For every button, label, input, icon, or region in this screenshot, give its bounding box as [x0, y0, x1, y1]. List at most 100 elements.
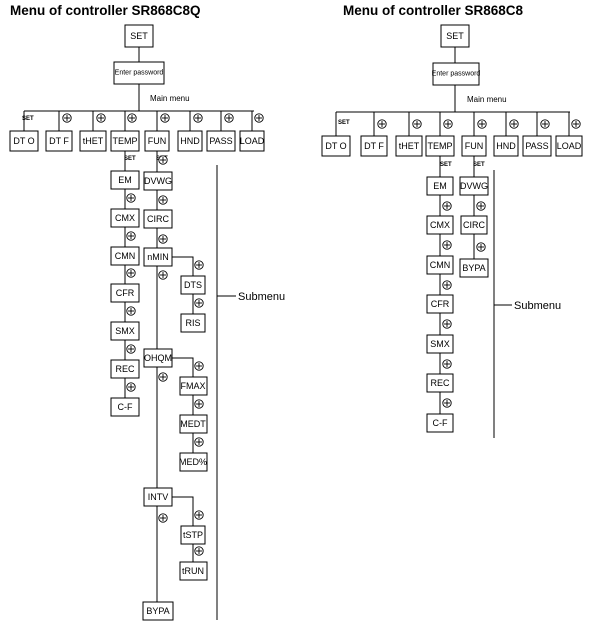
svg-text:Enter password: Enter password	[115, 70, 164, 77]
left-intv-tstp: tSTP	[180, 525, 206, 545]
right-main-menu-label: Main menu	[467, 95, 507, 104]
svg-text:tRUN: tRUN	[182, 566, 204, 576]
svg-text:FUN: FUN	[465, 141, 484, 151]
plus-icon	[412, 119, 422, 129]
right-menu-hnd: HND	[493, 135, 519, 157]
left-temp-cfr: CFR	[110, 283, 140, 303]
plus-icon	[126, 306, 136, 316]
plus-icon	[160, 113, 170, 123]
svg-text:LOAD: LOAD	[557, 141, 582, 151]
left-menu-temp: TEMP	[110, 130, 140, 152]
plus-icon	[377, 119, 387, 129]
svg-text:DT F: DT F	[364, 141, 384, 151]
svg-text:C-F: C-F	[433, 418, 448, 428]
svg-text:MED%: MED%	[179, 457, 207, 467]
svg-text:BYPA: BYPA	[462, 263, 485, 273]
svg-text:LOAD: LOAD	[240, 136, 265, 146]
left-menu-dt-f: DT F	[45, 130, 73, 152]
plus-icon	[127, 113, 137, 123]
left-ohqm-med-pct: MED%	[179, 452, 208, 472]
svg-text:nMIN: nMIN	[147, 252, 169, 262]
svg-text:TEMP: TEMP	[112, 136, 137, 146]
svg-text:FMAX: FMAX	[180, 381, 205, 391]
left-temp-cmx: CMX	[110, 208, 140, 228]
svg-text:EM: EM	[433, 181, 447, 191]
plus-icon	[158, 372, 168, 382]
svg-text:CMN: CMN	[430, 260, 451, 270]
right-fun-dvwg: DVWG	[459, 176, 489, 196]
svg-text:EM: EM	[118, 175, 132, 185]
plus-icon	[126, 382, 136, 392]
right-temp-cmn: CMN	[426, 255, 454, 275]
right-menu-dt-f: DT F	[360, 135, 388, 157]
left-nmin-dts: DTS	[180, 275, 206, 295]
left-nmin-ris: RIS	[180, 313, 206, 333]
svg-text:REC: REC	[430, 378, 450, 388]
svg-text:tSTP: tSTP	[183, 530, 203, 540]
left-fun-nmin: nMIN	[143, 247, 173, 267]
plus-icon	[193, 113, 203, 123]
left-menu-dt-o: DT O	[9, 130, 39, 152]
svg-text:CIRC: CIRC	[463, 220, 485, 230]
svg-text:SET: SET	[130, 31, 148, 41]
right-temp-smx: SMX	[426, 334, 454, 354]
svg-text:CFR: CFR	[431, 299, 450, 309]
right-temp-c-f: C-F	[426, 413, 454, 433]
plus-icon	[442, 280, 452, 290]
right-menu-thet: tHET	[395, 135, 423, 157]
left-fun-dvwg: DVWG	[143, 171, 173, 191]
svg-text:Enter password: Enter password	[432, 71, 481, 78]
left-fun-circ: CIRC	[143, 209, 173, 229]
svg-text:C-F: C-F	[118, 402, 133, 412]
right-temp-em: EM	[426, 176, 454, 196]
plus-icon	[126, 268, 136, 278]
right-menu-fun: FUN	[461, 135, 487, 157]
plus-icon	[194, 510, 204, 520]
right-temp-rec: REC	[426, 373, 454, 393]
left-ohqm-medt: MEDT	[179, 414, 208, 434]
right-title: Menu of controller SR868C8	[343, 3, 524, 18]
plus-icon	[571, 119, 581, 129]
svg-text:SMX: SMX	[430, 339, 450, 349]
left-title: Menu of controller SR868C8Q	[10, 3, 201, 18]
plus-icon	[224, 113, 234, 123]
left-temp-em: EM	[110, 170, 140, 190]
plus-icon	[477, 119, 487, 129]
left-menu-hnd: HND	[177, 130, 203, 152]
svg-text:DVWG: DVWG	[144, 176, 172, 186]
plus-icon	[442, 201, 452, 211]
svg-text:REC: REC	[115, 364, 135, 374]
plus-icon	[194, 298, 204, 308]
right-set-label-fun: SET	[473, 162, 485, 168]
right-menu-pass: PASS	[522, 135, 552, 157]
left-temp-c-f: C-F	[110, 397, 140, 417]
right-fun-circ: CIRC	[460, 215, 488, 235]
left-menu-thet: tHET	[79, 130, 107, 152]
right-temp-cmx: CMX	[426, 215, 454, 235]
left-temp-cmn: CMN	[110, 246, 140, 266]
plus-icon	[126, 193, 136, 203]
plus-icon	[442, 240, 452, 250]
plus-icon	[509, 119, 519, 129]
svg-text:PASS: PASS	[525, 141, 548, 151]
left-fun-bypa: BYPA	[142, 601, 174, 621]
right-menu-temp: TEMP	[425, 135, 455, 157]
plus-icon	[158, 234, 168, 244]
left-menu-load: LOAD	[239, 130, 265, 152]
plus-icon	[62, 113, 72, 123]
plus-icon	[126, 344, 136, 354]
left-intv-trun: tRUN	[179, 561, 208, 581]
plus-icon	[96, 113, 106, 123]
svg-text:BYPA: BYPA	[146, 606, 169, 616]
plus-icon	[126, 231, 136, 241]
plus-icon	[442, 319, 452, 329]
svg-text:SET: SET	[446, 31, 464, 41]
right-set-box: SET	[440, 24, 470, 48]
svg-text:DVWG: DVWG	[460, 181, 488, 191]
plus-icon	[158, 155, 168, 165]
svg-text:DT F: DT F	[49, 136, 69, 146]
svg-text:CMX: CMX	[115, 213, 135, 223]
plus-icon	[194, 399, 204, 409]
svg-text:CIRC: CIRC	[147, 214, 169, 224]
left-menu-fun: FUN	[144, 130, 170, 152]
